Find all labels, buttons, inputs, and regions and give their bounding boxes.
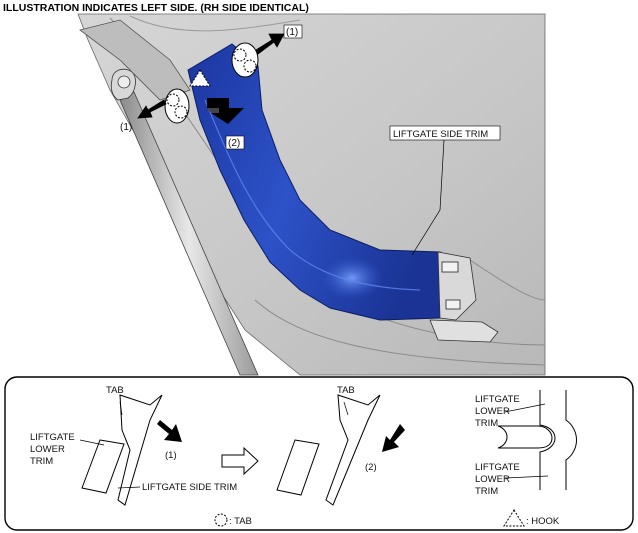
- arrow-step-2-shading: [207, 108, 219, 113]
- trim-clip: [445, 299, 461, 310]
- upper-bracket: [79, 19, 191, 101]
- arrow-step-2-detail: [382, 424, 405, 452]
- arrow-step-2: [207, 98, 244, 124]
- step-1-top-label: (1): [286, 27, 298, 38]
- arrow-step-1-left: [137, 99, 167, 119]
- leader-line: [79, 439, 105, 446]
- hook-legend-label: : HOOK: [526, 516, 560, 527]
- callout-liftgate-side-trim: LIFTGATE SIDE TRIM: [393, 129, 488, 140]
- main-view: (1) (1) (2) LIFTGATE SIDE TRIM: [77, 13, 546, 376]
- detail-right: LIFTGATE LOWER TRIM LIFTGATE LOWER TRIM: [475, 390, 577, 497]
- detail-left: TAB LIFTGATE LOWER TRIM LIFTGATE SIDE TR…: [30, 385, 237, 506]
- step-2-label: (2): [228, 138, 240, 149]
- trim-flange: [497, 425, 553, 449]
- leader-line: [119, 401, 123, 416]
- trim-section: [539, 390, 556, 490]
- step-label-box: [283, 24, 303, 39]
- lower-bracket: [429, 319, 499, 343]
- callout-box: [389, 125, 501, 141]
- detail-panel-frame: [4, 376, 634, 531]
- leader-line: [343, 401, 349, 416]
- side-trim-profile: [117, 394, 163, 506]
- hook-marker: [189, 69, 211, 87]
- tab-legend-icon: [214, 513, 228, 527]
- upper-trim-label-right: LIFTGATE LOWER TRIM: [475, 394, 522, 429]
- step-1-detail-label: (1): [165, 450, 177, 461]
- side-trim-profile: [325, 394, 381, 506]
- leader-line: [504, 403, 546, 413]
- legend: : TAB : HOOK: [214, 509, 560, 527]
- lower-trim-profile: [276, 439, 320, 496]
- detail-middle: TAB (2): [276, 385, 405, 506]
- leader-line: [504, 475, 549, 479]
- arrow-step-1-top: [255, 33, 285, 55]
- tab-clip-top: [231, 42, 259, 78]
- tab-label-middle: TAB: [337, 385, 355, 396]
- leader-line: [117, 486, 141, 489]
- step-2-detail-label: (2): [365, 462, 377, 473]
- body-contour-line: [469, 259, 546, 301]
- strut-ball-joint: [117, 75, 131, 89]
- lower-trim-label-left: LIFTGATE LOWER TRIM: [30, 432, 77, 467]
- transition-arrow: [221, 446, 259, 476]
- lower-trim-label-right: LIFTGATE LOWER TRIM: [475, 462, 522, 497]
- side-trim-label-left: LIFTGATE SIDE TRIM: [142, 482, 237, 493]
- tab-legend-label: : TAB: [229, 516, 252, 527]
- body-contour-line: [254, 299, 546, 366]
- tab-clip-left: [164, 88, 190, 124]
- hook-legend-icon: [503, 509, 525, 527]
- body-contour-line: [129, 15, 301, 32]
- tab-label-left: TAB: [106, 385, 124, 396]
- step-label-box: [225, 135, 245, 150]
- trim-highlight: [320, 256, 384, 300]
- trim-clip: [441, 261, 459, 273]
- header-caption: ILLUSTRATION INDICATES LEFT SIDE. (RH SI…: [3, 2, 309, 14]
- lower-trim-profile: [81, 439, 125, 494]
- callout-leader-line: [411, 139, 445, 256]
- trim-section: [565, 390, 577, 490]
- step-1-left-label: (1): [120, 122, 132, 133]
- arrow-step-1-detail: [157, 420, 182, 442]
